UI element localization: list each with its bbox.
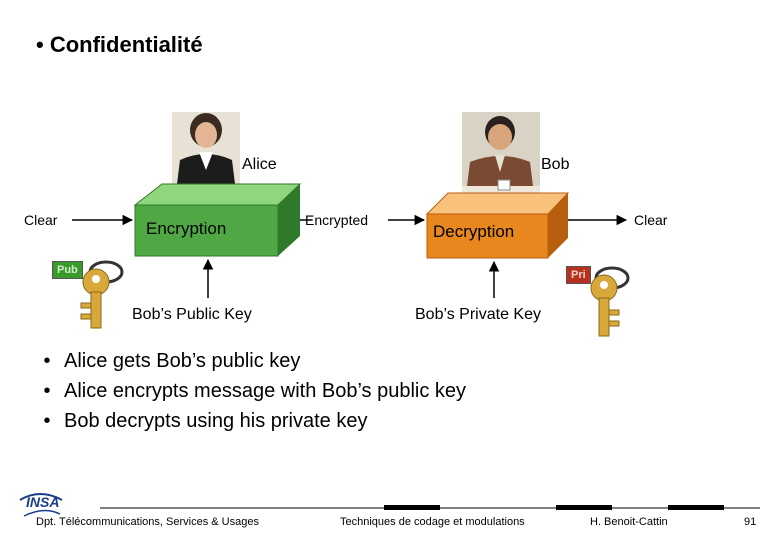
bullet-list: Alice gets Bob’s public key Alice encryp… <box>30 346 466 436</box>
public-key-tag: Pub <box>52 261 83 279</box>
footer-rule-bar <box>556 505 612 510</box>
footer-department: Dpt. Télécommunications, Services & Usag… <box>36 516 259 528</box>
alice-label: Alice <box>242 156 277 173</box>
public-key-label: Bob’s Public Key <box>132 306 252 323</box>
encryption-label: Encryption <box>146 219 227 238</box>
bullet-item: Bob decrypts using his private key <box>30 406 466 436</box>
public-key-icon <box>80 260 124 329</box>
footer-author: H. Benoit-Cattin <box>590 516 668 528</box>
bob-label: Bob <box>541 156 570 173</box>
private-key-label: Bob’s Private Key <box>415 306 541 323</box>
footer-course: Techniques de codage et modulations <box>340 516 525 528</box>
encrypted-label: Encrypted <box>305 212 369 228</box>
bullet-item: Alice gets Bob’s public key <box>30 346 466 376</box>
page-number: 91 <box>744 516 757 528</box>
footer-rule-bar <box>384 505 440 510</box>
private-key-tag: Pri <box>566 266 591 284</box>
insa-logo-text: INSA <box>26 494 60 510</box>
slide-title: • Confidentialité <box>36 32 203 57</box>
bullet-item: Alice encrypts message with Bob’s public… <box>30 376 466 406</box>
clear-output-label: Clear <box>634 212 668 228</box>
insa-logo <box>19 493 63 517</box>
clear-input-label: Clear <box>24 212 58 228</box>
alice-portrait <box>172 112 240 192</box>
footer-rule-bar <box>668 505 724 510</box>
bob-portrait <box>462 112 540 194</box>
private-key-icon <box>590 266 630 337</box>
encryption-box <box>133 183 302 257</box>
decryption-box <box>425 192 570 259</box>
decryption-label: Decryption <box>433 222 515 241</box>
